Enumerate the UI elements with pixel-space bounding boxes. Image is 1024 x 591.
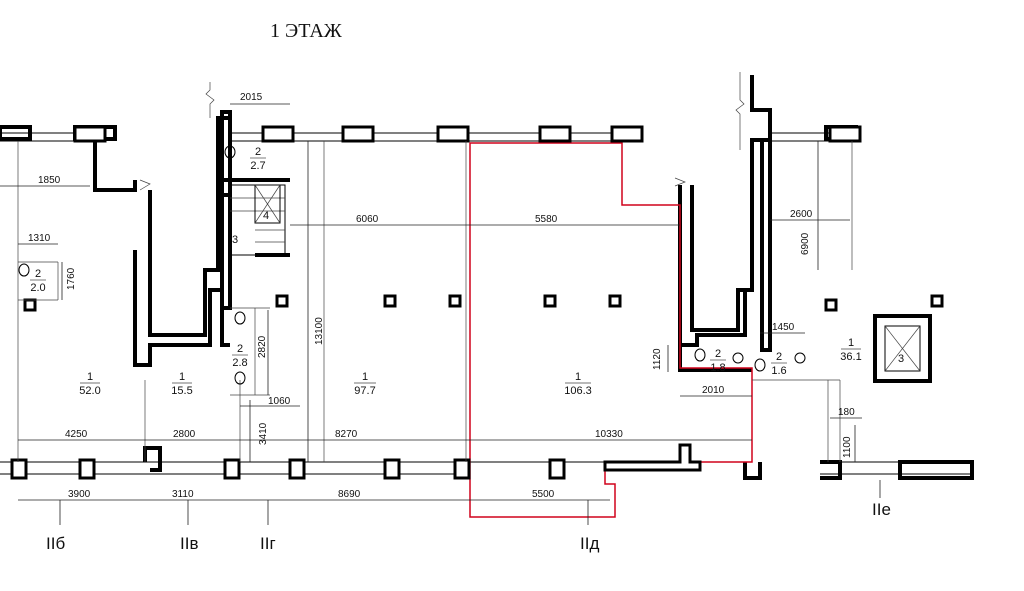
svg-text:1.8: 1.8: [710, 362, 725, 374]
dim-2820: 2820: [257, 335, 268, 358]
dim-6060: 6060: [356, 214, 379, 225]
dim-6900: 6900: [800, 232, 811, 255]
svg-text:1.6: 1.6: [771, 365, 786, 377]
dim-1310: 1310: [28, 233, 51, 244]
columns-middle: [23, 294, 944, 312]
dim-1060: 1060: [268, 396, 291, 407]
axis-labels: IIб IIв IIг IIд IIе: [46, 500, 891, 553]
axis-IIv: IIв: [180, 534, 198, 553]
room-lift: 3: [898, 353, 904, 365]
dim-2015: 2015: [240, 92, 263, 103]
stair-symbol: [229, 184, 286, 256]
svg-text:52.0: 52.0: [79, 385, 100, 397]
axis-IIe: IIе: [872, 500, 891, 519]
axis-IIg: IIг: [260, 534, 276, 553]
dimension-labels: 2015 1850 1310 1760 6060 5580 2600 6900 …: [28, 92, 855, 500]
svg-text:2: 2: [715, 348, 721, 360]
dim-3900: 3900: [68, 489, 91, 500]
dim-2600: 2600: [790, 209, 813, 220]
svg-text:2: 2: [35, 268, 41, 280]
dim-1100: 1100: [842, 436, 853, 458]
svg-text:97.7: 97.7: [354, 385, 375, 397]
svg-text:1: 1: [848, 337, 854, 349]
dim-3110: 3110: [172, 489, 194, 500]
room-wc4: 2 1.8: [710, 348, 726, 374]
svg-text:15.5: 15.5: [171, 385, 192, 397]
dim-1760: 1760: [66, 267, 77, 290]
svg-text:1: 1: [179, 371, 185, 383]
room-wc3: 2 2.8: [232, 343, 248, 369]
room-labels: 1 52.0 1 15.5 1 97.7 1 106.3 1 36.1 2 2.…: [30, 146, 904, 397]
svg-text:2.8: 2.8: [232, 357, 247, 369]
svg-text:2.0: 2.0: [30, 282, 45, 294]
svg-text:1: 1: [575, 371, 581, 383]
dim-4250: 4250: [65, 429, 88, 440]
lift-symbol: [884, 325, 921, 372]
dim-1850: 1850: [38, 175, 61, 186]
dim-5580: 5580: [535, 214, 558, 225]
toilet-icon: [18, 145, 806, 385]
dim-1120: 1120: [652, 348, 663, 370]
axis-IIb: IIб: [46, 534, 65, 553]
room-wc5: 2 1.6: [771, 351, 787, 377]
svg-text:2: 2: [237, 343, 243, 355]
room-r1: 1 52.0: [79, 371, 100, 397]
floor-title: 1 ЭТАЖ: [270, 20, 342, 42]
svg-text:1: 1: [362, 371, 368, 383]
room-wc2: 2 2.7: [250, 146, 266, 172]
room-stair: 3: [232, 234, 238, 246]
room-shaft: 4: [263, 210, 269, 222]
svg-text:2: 2: [255, 146, 261, 158]
highlighted-unit-outline: [469, 142, 753, 518]
dim-8270: 8270: [335, 429, 358, 440]
dim-2800: 2800: [173, 429, 196, 440]
columns-top: [73, 125, 862, 143]
columns-bottom: [10, 443, 702, 480]
room-wc1: 2 2.0: [30, 268, 46, 294]
svg-text:1: 1: [87, 371, 93, 383]
dim-10330: 10330: [595, 429, 623, 440]
room-r4: 1 106.3: [564, 371, 592, 397]
break-lines: [139, 72, 853, 270]
dim-13100: 13100: [314, 317, 325, 345]
svg-text:106.3: 106.3: [564, 385, 592, 397]
room-r5: 1 36.1: [840, 337, 861, 363]
svg-text:36.1: 36.1: [840, 351, 861, 363]
dim-3410: 3410: [258, 422, 269, 445]
dimension-lines: [0, 103, 881, 525]
top-exterior-wall: [0, 132, 850, 142]
svg-text:2.7: 2.7: [250, 160, 265, 172]
partitions: [17, 141, 841, 462]
svg-text:2: 2: [776, 351, 782, 363]
dim-2010: 2010: [702, 385, 725, 396]
structural-walls: [0, 75, 974, 480]
dim-180: 180: [838, 407, 855, 418]
room-r2: 1 15.5: [171, 371, 192, 397]
dim-8690: 8690: [338, 489, 361, 500]
dim-1450: 1450: [772, 322, 795, 333]
axis-IId: IIд: [580, 534, 599, 553]
dim-5500: 5500: [532, 489, 555, 500]
room-r3: 1 97.7: [354, 371, 376, 397]
